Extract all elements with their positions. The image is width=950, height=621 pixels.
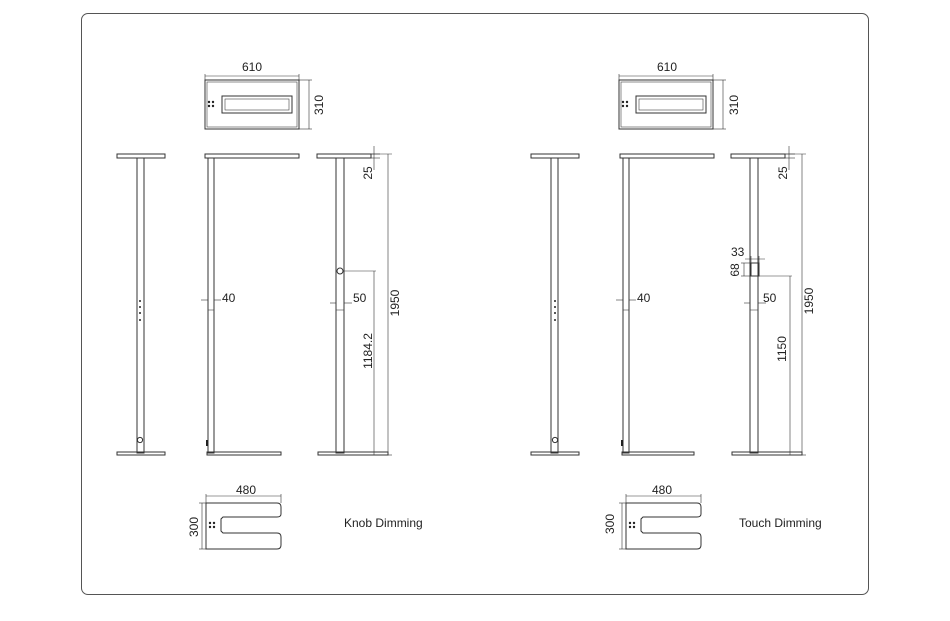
touch-section-view (730, 146, 806, 456)
touch-front-view (530, 153, 580, 456)
knob-side-view (201, 153, 300, 456)
touch-top-width-dim: 610 (657, 60, 677, 74)
knob-top-view (204, 74, 312, 130)
touch-side-pole-dim: 50 (763, 291, 777, 305)
knob-base-depth-dim: 300 (187, 517, 201, 537)
touch-base-width-dim: 480 (652, 483, 672, 497)
knob-head-thickness-dim: 25 (361, 166, 375, 180)
knob-base-width-dim: 480 (236, 483, 256, 497)
knob-top-depth-dim: 310 (312, 95, 326, 115)
touch-side-view (616, 153, 715, 456)
knob-pole-width-dim: 40 (222, 291, 236, 305)
touch-base-plan (619, 494, 702, 550)
touch-pole-width-dim: 40 (637, 291, 651, 305)
touch-caption: Touch Dimming (739, 516, 822, 530)
knob-top-width-dim: 610 (242, 60, 262, 74)
knob-variant: 610 310 40 (116, 60, 423, 550)
knob-front-view (116, 153, 166, 456)
knob-caption: Knob Dimming (344, 516, 423, 530)
knob-side-pole-dim: 50 (353, 291, 367, 305)
touch-sensor-width-dim: 33 (731, 245, 745, 259)
touch-sensor-height-dim: 68 (728, 263, 742, 277)
drawing-frame (81, 13, 869, 595)
knob-section-view (316, 146, 392, 456)
knob-elevation-dim: 1184.2 (361, 333, 375, 369)
touch-top-view (618, 74, 726, 130)
touch-variant: 610 310 40 (530, 60, 822, 550)
touch-top-depth-dim: 310 (727, 95, 741, 115)
touch-base-depth-dim: 300 (603, 514, 617, 534)
touch-elevation-dim: 1150 (775, 336, 789, 362)
knob-base-plan (199, 494, 282, 550)
touch-head-thickness-dim: 25 (776, 166, 790, 180)
knob-total-height-dim: 1950 (388, 289, 402, 316)
touch-total-height-dim: 1950 (802, 287, 816, 314)
